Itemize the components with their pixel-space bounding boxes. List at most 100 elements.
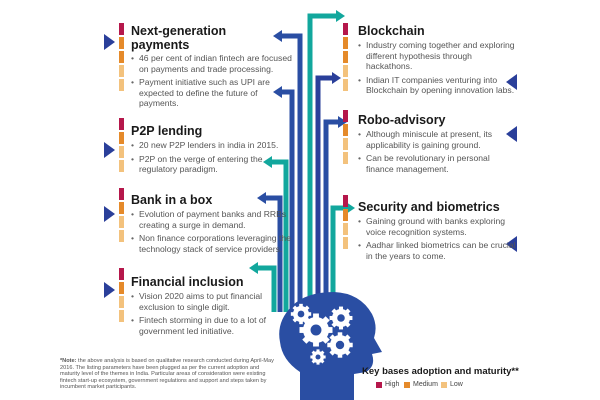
maturity-segment-high bbox=[343, 110, 348, 122]
maturity-segment-low bbox=[119, 160, 124, 172]
head-silhouette-icon bbox=[279, 292, 382, 400]
legend-swatch bbox=[376, 381, 382, 388]
bullet-point: Payment initiative such as UPI are expec… bbox=[131, 77, 296, 109]
maturity-segment-low bbox=[343, 65, 348, 77]
bullet-point: Indian IT companies venturing into Block… bbox=[358, 75, 518, 96]
legend-title: Key bases adoption and maturity** bbox=[362, 366, 519, 377]
maturity-segment-low bbox=[343, 223, 348, 235]
maturity-segment-low bbox=[119, 296, 124, 308]
bullet-point: Evolution of payment banks and RRBs crea… bbox=[131, 209, 296, 230]
bullet-point: Can be revolutionary in personal finance… bbox=[358, 153, 518, 174]
right-maturity-bar-0 bbox=[343, 23, 348, 93]
right-section-bullets-2: Gaining ground with banks exploring voic… bbox=[358, 216, 518, 264]
left-section-title-3: Financial inclusion bbox=[131, 275, 244, 289]
maturity-segment-low bbox=[343, 138, 348, 150]
gear-icon bbox=[290, 303, 312, 325]
right-section-title-1: Robo-advisory bbox=[358, 113, 446, 127]
triangle-marker-icon bbox=[104, 142, 115, 158]
bullet-point: Aadhar linked biometrics can be crucial … bbox=[358, 240, 518, 261]
left-maturity-bar-0 bbox=[119, 23, 124, 93]
bullet-point: 20 new P2P lenders in india in 2015. bbox=[131, 140, 296, 151]
maturity-segment-low bbox=[119, 79, 124, 91]
left-section-title-2: Bank in a box bbox=[131, 193, 213, 207]
gear-icon bbox=[329, 306, 353, 330]
footnote-text: the above analysis is based on qualitati… bbox=[60, 358, 274, 391]
bullet-point: 46 per cent of indian fintech are focuse… bbox=[131, 53, 296, 74]
gear-icon bbox=[327, 332, 353, 358]
left-section-title-0: Next-generation payments bbox=[131, 24, 227, 52]
maturity-segment-high bbox=[343, 23, 348, 35]
arrowhead-icon bbox=[249, 262, 258, 274]
arrowhead-icon bbox=[273, 30, 282, 42]
bullet-point: Fintech storming in due to a lot of gove… bbox=[131, 315, 296, 336]
triangle-marker-icon bbox=[104, 34, 115, 50]
arrowhead-icon bbox=[257, 192, 266, 204]
maturity-segment-medium bbox=[119, 202, 124, 214]
maturity-segment-low bbox=[343, 79, 348, 91]
maturity-segment-medium bbox=[343, 51, 348, 63]
legend-swatch bbox=[404, 381, 410, 388]
left-maturity-bar-3 bbox=[119, 268, 124, 324]
legend-label: High bbox=[385, 381, 400, 388]
arrowhead-icon bbox=[346, 202, 355, 214]
maturity-segment-high bbox=[119, 118, 124, 130]
maturity-segment-low bbox=[343, 152, 348, 164]
right-section-bullets-0: Industry coming together and exploring d… bbox=[358, 40, 518, 99]
maturity-segment-high bbox=[119, 23, 124, 35]
bullet-point: Vision 2020 aims to put financial exclus… bbox=[131, 291, 296, 312]
maturity-segment-medium bbox=[343, 209, 348, 221]
legend-label: Low bbox=[450, 381, 463, 388]
maturity-segment-medium bbox=[119, 51, 124, 63]
maturity-segment-low bbox=[343, 237, 348, 249]
bullet-point: Gaining ground with banks exploring voic… bbox=[358, 216, 518, 237]
footnote: *Note: the above analysis is based on qu… bbox=[60, 358, 275, 391]
maturity-segment-medium bbox=[343, 37, 348, 49]
maturity-segment-medium bbox=[119, 282, 124, 294]
triangle-marker-icon bbox=[104, 206, 115, 222]
arrowhead-icon bbox=[338, 116, 347, 128]
left-section-bullets-1: 20 new P2P lenders in india in 2015. P2P … bbox=[131, 140, 296, 178]
left-section-title-1: P2P lending bbox=[131, 124, 203, 138]
bullet-point: Although miniscule at present, its appli… bbox=[358, 129, 518, 150]
left-section-bullets-2: Evolution of payment banks and RRBs crea… bbox=[131, 209, 296, 257]
triangle-marker-icon bbox=[104, 282, 115, 298]
maturity-segment-low bbox=[119, 216, 124, 228]
legend-item-high: High bbox=[376, 381, 399, 388]
left-section-bullets-3: Vision 2020 aims to put financial exclus… bbox=[131, 291, 296, 339]
left-maturity-bar-1 bbox=[119, 118, 124, 174]
legend-item-medium: Medium bbox=[404, 381, 438, 388]
right-maturity-bar-2 bbox=[343, 195, 348, 251]
connector-arrow bbox=[330, 205, 346, 312]
maturity-segment-high bbox=[119, 188, 124, 200]
footnote-label: *Note: bbox=[60, 358, 77, 364]
left-maturity-bar-2 bbox=[119, 188, 124, 244]
right-section-bullets-1: Although miniscule at present, its appli… bbox=[358, 129, 518, 177]
maturity-segment-low bbox=[119, 310, 124, 322]
connector-arrow bbox=[266, 195, 283, 312]
right-section-title-2: Security and biometrics bbox=[358, 200, 500, 214]
connector-arrow bbox=[307, 13, 336, 312]
connector-arrow bbox=[315, 75, 332, 312]
connector-arrow bbox=[282, 33, 303, 312]
legend-item-low: Low bbox=[441, 381, 463, 388]
maturity-segment-medium bbox=[119, 37, 124, 49]
arrowhead-icon bbox=[336, 10, 345, 22]
right-section-title-0: Blockchain bbox=[358, 24, 425, 38]
bullet-point: P2P on the verge of entering the regulat… bbox=[131, 154, 296, 175]
maturity-segment-medium bbox=[119, 132, 124, 144]
bullet-point: Non finance corporations leveraging the … bbox=[131, 233, 296, 254]
bullet-point: Industry coming together and exploring d… bbox=[358, 40, 518, 72]
maturity-segment-low bbox=[119, 65, 124, 77]
maturity-segment-medium bbox=[343, 124, 348, 136]
arrowhead-icon bbox=[332, 72, 341, 84]
connector-arrow bbox=[323, 119, 338, 312]
maturity-segment-low bbox=[119, 146, 124, 158]
right-maturity-bar-1 bbox=[343, 110, 348, 166]
maturity-segment-low bbox=[119, 230, 124, 242]
maturity-segment-high bbox=[119, 268, 124, 280]
maturity-segment-high bbox=[343, 195, 348, 207]
left-section-bullets-0: 46 per cent of indian fintech are focuse… bbox=[131, 53, 296, 112]
legend-label: Medium bbox=[413, 381, 438, 388]
gear-icon bbox=[310, 349, 326, 365]
legend-swatch bbox=[441, 381, 447, 388]
